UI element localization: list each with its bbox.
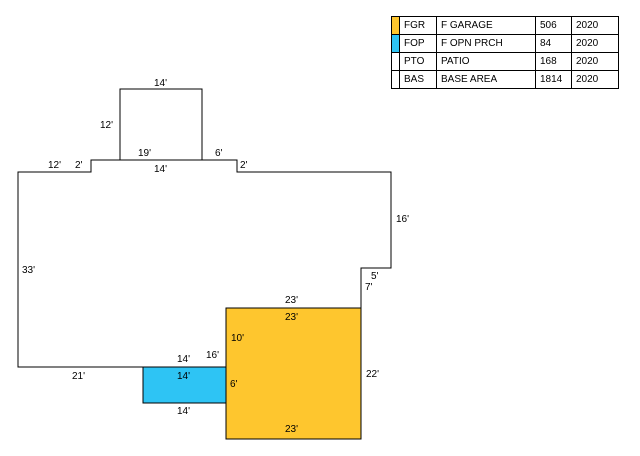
dim-garage-top-outer-23: 23' <box>285 295 298 306</box>
open-porch-shape <box>142 366 227 404</box>
dim-left-2: 2' <box>75 160 83 171</box>
legend-area-bas: 1814 <box>535 70 572 89</box>
legend-year-fgr: 2020 <box>571 16 619 35</box>
legend-code-bas: BAS <box>399 70 437 89</box>
dim-garage-top-inner-23: 23' <box>285 312 298 323</box>
legend-row-fgr: FGR F GARAGE 506 2020 <box>391 16 619 35</box>
legend-code-fop: FOP <box>399 34 437 53</box>
legend-year-fop: 2020 <box>571 34 619 53</box>
legend-swatch-fgr <box>391 16 400 35</box>
legend-description-bas: BASE AREA <box>436 70 536 89</box>
dim-porch-inner-14: 14' <box>177 371 190 382</box>
legend-code-fgr: FGR <box>399 16 437 35</box>
dim-right-2: 2' <box>240 160 248 171</box>
legend-description-fgr: F GARAGE <box>436 16 536 35</box>
legend-row-pto: PTO PATIO 168 2020 <box>391 52 619 71</box>
legend-row-fop: FOP F OPN PRCH 84 2020 <box>391 34 619 53</box>
dim-inner-6: 6' <box>215 148 223 159</box>
area-legend-table: FGR F GARAGE 506 2020 FOP F OPN PRCH 84 … <box>391 16 619 89</box>
legend-year-bas: 2020 <box>571 70 619 89</box>
dim-garage-right-22: 22' <box>366 369 379 380</box>
dim-inner-14: 14' <box>154 164 167 175</box>
legend-code-pto: PTO <box>399 52 437 71</box>
dim-upper-left-12: 12' <box>100 120 113 131</box>
dim-bottom-21: 21' <box>72 371 85 382</box>
dim-top-14: 14' <box>154 78 167 89</box>
dim-right-16: 16' <box>396 214 409 225</box>
dim-garage-10: 10' <box>231 333 244 344</box>
dim-garage-bottom-23: 23' <box>285 424 298 435</box>
garage-shape <box>225 307 362 440</box>
dim-left-12: 12' <box>48 160 61 171</box>
legend-description-fop: F OPN PRCH <box>436 34 536 53</box>
dim-porch-bottom-14: 14' <box>177 406 190 417</box>
legend-swatch-fop <box>391 34 400 53</box>
legend-swatch-pto <box>391 52 400 71</box>
legend-swatch-bas <box>391 70 400 89</box>
legend-area-fgr: 506 <box>535 16 572 35</box>
dim-porch-top-14: 14' <box>177 354 190 365</box>
dim-right-5: 5' <box>371 271 379 282</box>
legend-description-pto: PATIO <box>436 52 536 71</box>
legend-row-bas: BAS BASE AREA 1814 2020 <box>391 70 619 89</box>
dim-left-33: 33' <box>22 265 35 276</box>
dim-inner-19: 19' <box>138 148 151 159</box>
legend-area-pto: 168 <box>535 52 572 71</box>
dim-garage-6: 6' <box>230 379 238 390</box>
dim-right-7: 7' <box>365 282 373 293</box>
legend-year-pto: 2020 <box>571 52 619 71</box>
dim-garage-16: 16' <box>206 350 219 361</box>
legend-area-fop: 84 <box>535 34 572 53</box>
